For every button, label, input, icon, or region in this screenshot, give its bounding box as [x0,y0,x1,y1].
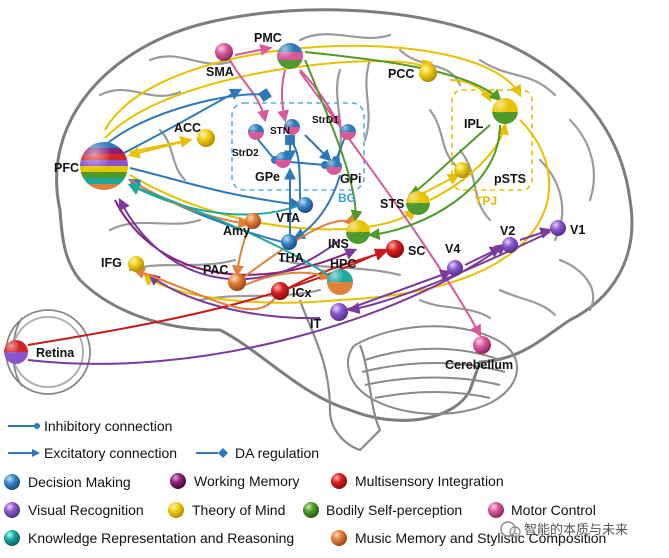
node-cerebellum [473,336,491,354]
da-diamond-icon [218,448,228,458]
node-vta [297,197,313,213]
node-pfc [80,142,128,190]
nodes [4,43,566,364]
legend-music: Music Memory and Stylistic Composition [355,530,606,546]
legend-motor: Motor Control [511,502,596,518]
node-gpe [275,152,291,168]
node-it [330,303,348,321]
node-pmc [277,43,303,69]
node-v1 [550,220,566,236]
label-amy: Amy [223,224,250,238]
node-stn [284,119,300,135]
label-ins: INS [328,237,349,251]
brainstem-shape [298,299,382,452]
label-tha: THA [278,251,304,265]
watermark: 智能的本质与未来 [500,521,628,538]
label-gpi: GPi [340,172,362,186]
label-ifg: IFG [101,256,122,270]
label-pac: PAC [203,263,228,277]
excitatory-arrow-icon [32,449,40,457]
label-sts: STS [380,197,404,211]
node-strd2 [248,124,264,140]
legend-tom: Theory of Mind [192,502,285,518]
node-ifg [128,256,144,272]
node-sma [215,43,233,61]
motor-dot-icon [488,502,504,518]
node-pcc [419,64,437,82]
legend-decision: Decision Making [28,474,131,490]
bg-box [231,102,365,191]
node-hpc [327,269,353,295]
wechat-icon [500,521,516,537]
connection-legend: Inhibitory connection Excitatory connect… [8,418,319,461]
label-gpe: GPe [255,170,280,184]
label-retina: Retina [36,346,75,360]
label-bg: BG [338,191,356,205]
label-v4: V4 [445,242,460,256]
node-ins [346,220,370,244]
function-legend: Decision Making Working Memory Multisens… [4,473,606,546]
legend-inhibitory: Inhibitory connection [44,418,172,434]
label-strd1: StrD1 [312,115,339,126]
legend-multisensory: Multisensory Integration [355,473,504,489]
connections [27,43,553,365]
node-tha [281,234,297,250]
node-sts [406,191,430,215]
legend-excitatory: Excitatory connection [44,445,177,461]
working-memory-dot-icon [170,473,186,489]
node-pac [228,273,246,291]
label-v2: V2 [500,224,515,238]
label-icx: ICx [292,286,312,300]
node-retina [4,340,28,364]
legend-knowledge: Knowledge Representation and Reasoning [28,530,294,546]
node-strd1 [340,124,356,140]
legend-bodily: Bodily Self-perception [326,502,462,518]
label-it: IT [310,317,321,331]
node-v4 [447,260,463,276]
bodily-dot-icon [303,502,319,518]
label-stn: STN [270,126,290,137]
label-pfc: PFC [54,161,79,175]
node-psts [454,162,470,178]
label-vta: VTA [276,211,300,225]
region-labels: PMC SMA PCC ACC STN StrD1 StrD2 GPe GPi … [36,31,585,372]
label-v1: V1 [570,223,585,237]
node-sc [386,240,404,258]
music-dot-icon [331,530,347,546]
label-pcc: PCC [388,67,414,81]
legend-working-memory: Working Memory [194,473,300,489]
label-ipl: IPL [464,117,484,131]
label-pmc: PMC [254,31,282,45]
legend-da: DA regulation [235,445,319,461]
watermark-text: 智能的本质与未来 [524,522,628,537]
label-sc: SC [408,244,425,258]
node-ipl [492,98,518,124]
multisensory-dot-icon [331,473,347,489]
brain-gyri [86,33,595,320]
label-cerebellum: Cerebellum [445,358,513,372]
label-psts: pSTS [494,172,526,186]
tom-dot-icon [168,502,184,518]
label-sma: SMA [206,65,234,79]
node-v2 [502,237,518,253]
inhibitory-dot-icon [34,423,40,429]
label-strd2: StrD2 [232,148,259,159]
knowledge-dot-icon [4,530,20,546]
label-tpj: TPJ [475,194,497,208]
label-acc: ACC [174,121,201,135]
label-hpc: HPC [330,257,356,271]
visual-dot-icon [4,502,20,518]
legend-visual: Visual Recognition [28,502,144,518]
node-acc [197,129,215,147]
cerebellum-shape [347,325,518,415]
brain-outline [55,8,634,422]
node-gpi [326,159,342,175]
node-amy [245,213,261,229]
decision-dot-icon [4,474,20,490]
node-icx [271,282,289,300]
